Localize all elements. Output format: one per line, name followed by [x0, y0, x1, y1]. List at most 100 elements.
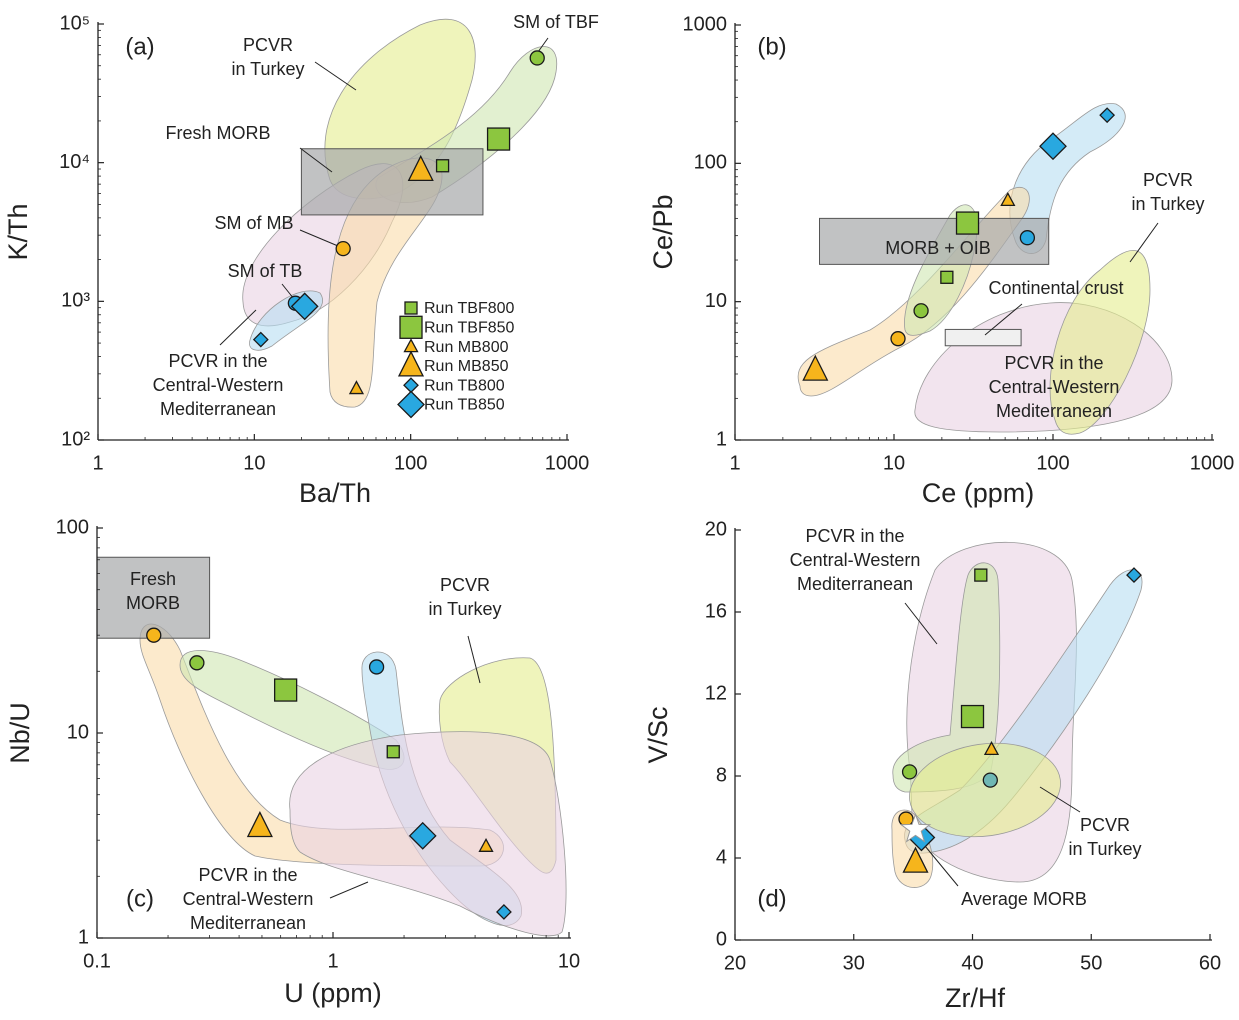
annotation-label: Fresh: [130, 569, 176, 589]
marker-tbf800: [435, 159, 450, 173]
y-tick-label: 10³: [61, 290, 90, 312]
marker-mb800: [1000, 191, 1016, 207]
annotation-label: Mediterranean: [160, 399, 276, 419]
x-tick-label: 10: [883, 452, 905, 474]
annotation-label: PCVR in the: [198, 865, 297, 885]
annotation-leader-line: [1039, 786, 1081, 813]
marker-tbf800: [974, 568, 988, 582]
y-tick-label: 8: [716, 764, 727, 786]
annotation-label: in Turkey: [231, 59, 304, 79]
panel-label: (b): [757, 33, 786, 60]
annotation-label: SM of TB: [228, 261, 303, 281]
marker-sm_tb: [1019, 230, 1036, 246]
y-tick-label: 10: [67, 721, 89, 743]
annotation-label: PCVR: [243, 35, 293, 55]
legend-label: Run TBF800: [424, 300, 515, 317]
legend-label: Run TB800: [424, 377, 505, 394]
marker-sm_mb: [146, 627, 162, 643]
marker-sm_mb: [890, 331, 906, 347]
annotation-leader-line: [329, 881, 369, 899]
reference-box: [96, 556, 211, 639]
annotation-leader-line: [924, 845, 959, 887]
annotation-leader-line: [537, 37, 549, 53]
marker-tbf850: [273, 678, 298, 702]
y-tick-label: 0: [716, 928, 727, 950]
marker-mb850: [397, 350, 425, 377]
x-tick-label: 40: [961, 952, 983, 974]
x-tick-label: 50: [1080, 952, 1102, 974]
marker-tb850: [290, 292, 319, 321]
marker-sm_tbf: [189, 655, 205, 671]
average-morb-star-icon: [899, 812, 932, 843]
annotation-label: Central-Western: [153, 375, 284, 395]
marker-sm_tb: [368, 659, 385, 675]
annotation-leader-line: [1129, 222, 1159, 263]
marker-mb800: [983, 740, 1000, 755]
marker-mb800: [478, 837, 494, 852]
x-tick-label: 10: [558, 950, 580, 972]
x-tick-label: 1: [327, 950, 338, 972]
x-tick-label: 100: [1036, 452, 1069, 474]
marker-mb850: [246, 811, 273, 838]
reference-box: [300, 148, 484, 216]
x-tick-label: 1000: [545, 452, 590, 474]
y-axis-title: V/Sc: [643, 706, 673, 763]
x-axis-title: Ba/Th: [299, 478, 371, 508]
y-axis-title: Ce/Pb: [648, 194, 678, 269]
y-tick-label: 1000: [683, 13, 728, 35]
marker-mb800: [348, 380, 365, 395]
reference-box: [944, 328, 1022, 347]
annotation-leader-line: [904, 602, 938, 645]
marker-tbf800: [940, 270, 954, 284]
y-tick-label: 10⁵: [59, 12, 90, 34]
marker-tb800: [1126, 567, 1142, 584]
annotation-label: Central-Western: [790, 550, 921, 570]
y-tick-label: 10²: [61, 428, 90, 450]
y-axis-title: K/Th: [3, 203, 33, 260]
annotation-label: Fresh MORB: [165, 123, 270, 143]
marker-sm_tbf: [913, 303, 929, 319]
annotation-label: Mediterranean: [190, 913, 306, 933]
marker-sm_tbf: [901, 764, 918, 780]
marker-tbf850: [486, 127, 511, 151]
legend-label: Run TB850: [424, 397, 505, 414]
annotation-label: PCVR in the: [805, 526, 904, 546]
y-tick-label: 4: [716, 846, 727, 868]
y-tick-label: 100: [694, 152, 727, 174]
annotation-label: in Turkey: [1131, 194, 1204, 214]
reference-box: [819, 217, 1050, 265]
x-tick-label: 1000: [1190, 452, 1235, 474]
marker-tb850: [397, 390, 425, 419]
annotation-label: PCVR in the: [168, 351, 267, 371]
marker-tbf850: [399, 315, 423, 339]
marker-tb800: [1099, 107, 1116, 124]
annotation-label: Mediterranean: [797, 574, 913, 594]
annotation-label: Central-Western: [989, 377, 1120, 397]
x-tick-label: 30: [843, 952, 865, 974]
marker-mb850: [802, 354, 829, 381]
annotation-label: MORB + OIB: [885, 238, 991, 258]
annotation-leader-line: [984, 303, 1023, 336]
x-tick-label: 20: [724, 952, 746, 974]
marker-tb850: [1039, 132, 1067, 161]
annotation-label: SM of MB: [214, 213, 293, 233]
x-tick-label: 1: [92, 452, 103, 474]
y-tick-label: 10: [705, 290, 727, 312]
legend-label: Run MB800: [424, 339, 509, 356]
x-tick-label: 10: [243, 452, 265, 474]
annotation-leader-line: [219, 309, 257, 346]
y-tick-label: 20: [705, 518, 727, 540]
annotation-label: PCVR: [440, 575, 490, 595]
x-tick-label: 60: [1199, 952, 1221, 974]
y-tick-label: 10⁴: [59, 151, 90, 173]
annotation-label: Central-Western: [183, 889, 314, 909]
field-region: [909, 742, 1061, 838]
x-axis-title: Ce (ppm): [922, 478, 1035, 508]
annotation-label: PCVR: [1080, 815, 1130, 835]
field-region: [1049, 249, 1151, 435]
